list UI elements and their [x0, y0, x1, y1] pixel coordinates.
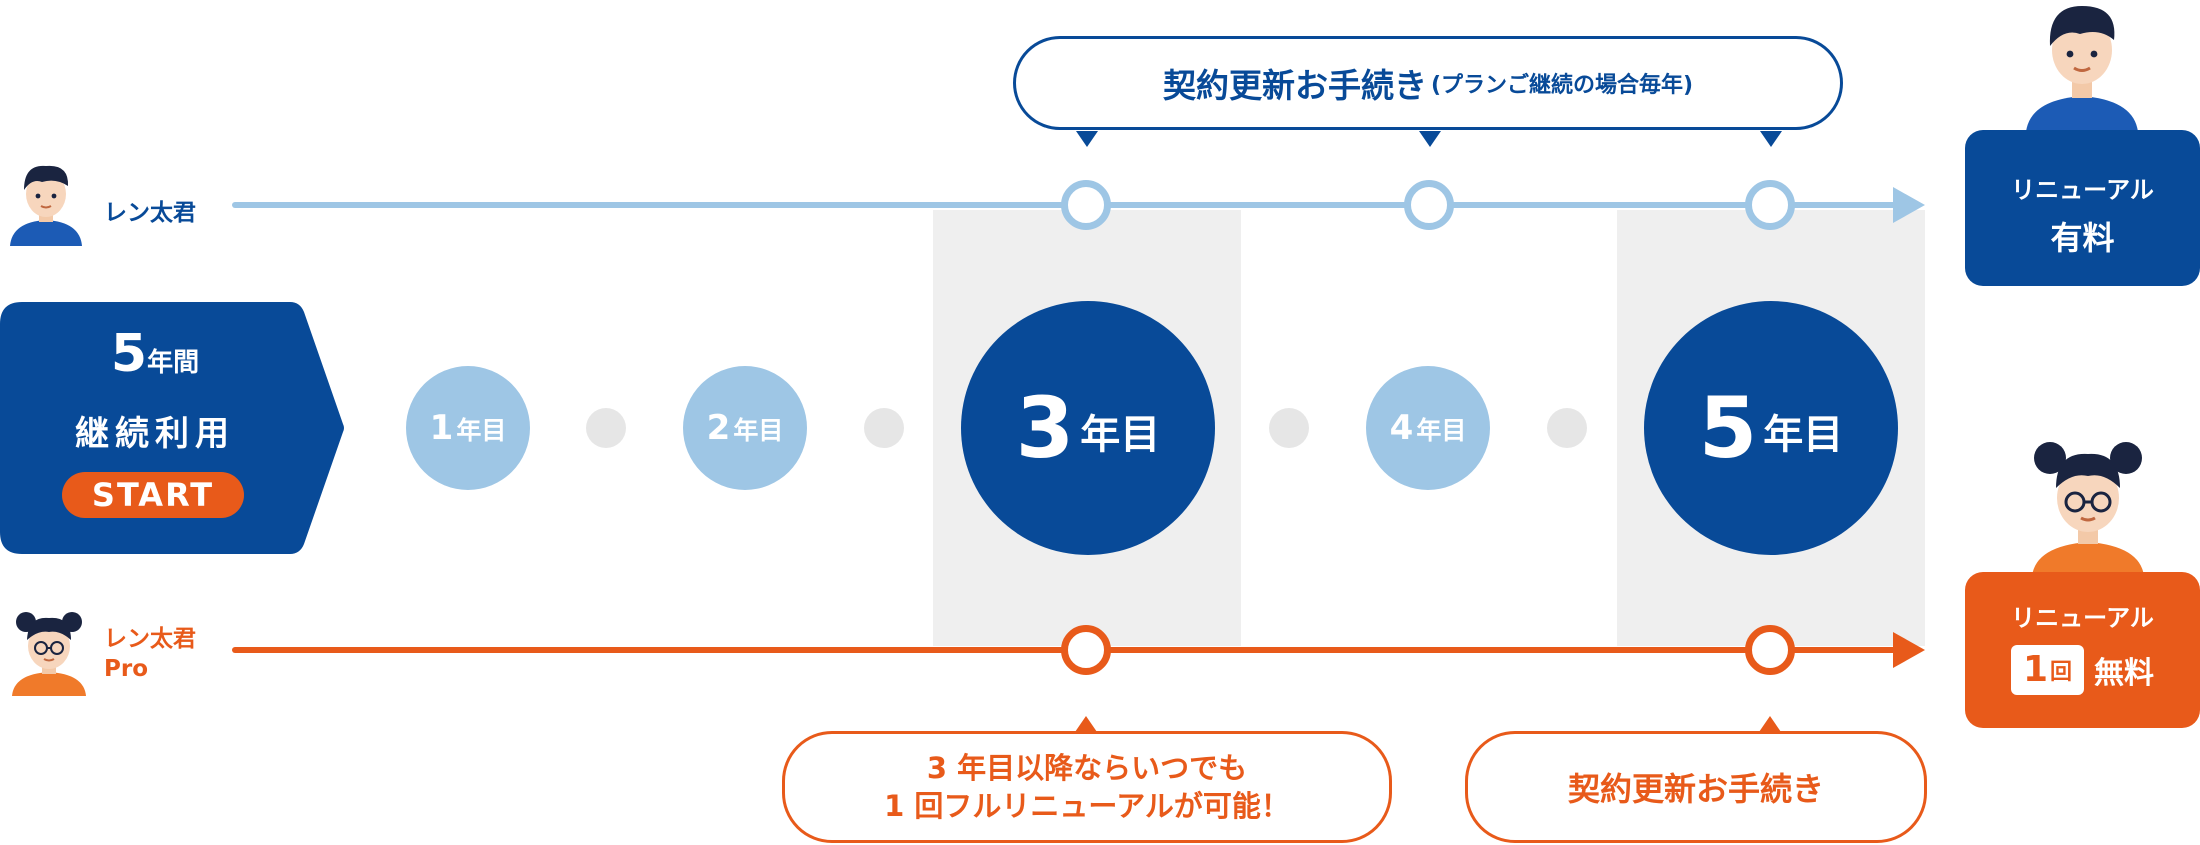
basic-renewal-card: リニューアル 有料	[1965, 130, 2200, 286]
basic-renewal-node-year4	[1404, 180, 1454, 230]
pro-node-year3	[1061, 625, 1111, 675]
basic-timeline-arrowhead	[1893, 187, 1925, 223]
pro-card-title: リニューアル	[2011, 604, 2154, 632]
year4-unit: 年目	[1416, 415, 1467, 445]
start-badge: START	[62, 472, 244, 518]
pro-bubble-pointer-year5	[1759, 716, 1781, 732]
pro-user-name: レン太君 Pro	[104, 624, 196, 684]
year5-number: 5	[1698, 379, 1758, 477]
year3-number: 3	[1015, 379, 1075, 477]
pro-anytime-line2: 1 回フルリニューアルが可能！	[884, 789, 1290, 823]
pro-renewal-procedure-label: 契約更新お手続き	[1567, 770, 1824, 808]
start-years-number: 5	[110, 324, 148, 384]
year3-unit: 年目	[1080, 412, 1161, 458]
basic-card-person-icon	[2020, 0, 2144, 132]
year1-unit: 年目	[456, 415, 507, 445]
year4-number: 4	[1389, 408, 1414, 448]
basic-renewal-node-year5	[1745, 180, 1795, 230]
pro-card-free-label: 無料	[2094, 656, 2155, 691]
start-years-unit: 年間	[147, 348, 200, 378]
pro-anytime-line1: 3 年目以降ならいつでも	[926, 751, 1248, 785]
pro-node-year5	[1745, 625, 1795, 675]
year1-number: 1	[429, 408, 454, 448]
pro-renewal-procedure-bubble: 契約更新お手続き	[1465, 731, 1927, 843]
basic-user-avatar-icon	[6, 156, 86, 246]
separator-dot-1	[586, 408, 626, 448]
start-continuous-use-label: 継続利用	[75, 414, 235, 454]
basic-renewal-node-year3	[1061, 180, 1111, 230]
renewal-procedure-label: 契約更新お手続き	[1162, 66, 1427, 105]
pro-anytime-renewal-bubble: 3 年目以降ならいつでも 1 回フルリニューアルが可能！	[782, 731, 1392, 843]
renewal-procedure-note: (プランご継続の場合毎年)	[1430, 73, 1694, 98]
basic-card-paid-label: 有料	[2050, 219, 2115, 257]
bubble-pointer-year5	[1760, 131, 1782, 147]
separator-dot-2	[864, 408, 904, 448]
renewal-procedure-bubble: 契約更新お手続き (プランご継続の場合毎年)	[1013, 36, 1843, 130]
pro-timeline-arrowhead	[1893, 632, 1925, 668]
separator-dot-4	[1547, 408, 1587, 448]
pro-bubble-pointer-year3	[1075, 716, 1097, 732]
year2-number: 2	[706, 408, 731, 448]
bubble-pointer-year3	[1076, 131, 1098, 147]
pro-card-count-unit: 回	[2050, 660, 2073, 685]
basic-card-title: リニューアル	[2011, 176, 2154, 204]
pro-card-count-number: 1	[2022, 649, 2049, 690]
pro-user-avatar-icon	[6, 602, 92, 696]
year2-unit: 年目	[733, 415, 784, 445]
year5-unit: 年目	[1763, 412, 1844, 458]
bubble-pointer-year4	[1419, 131, 1441, 147]
separator-dot-3	[1269, 408, 1309, 448]
start-box: 5年間 継続利用 START	[0, 302, 345, 554]
basic-user-name: レン太君	[104, 200, 196, 226]
pro-card-person-icon	[2020, 432, 2156, 576]
pro-user-name-line2: Pro	[104, 656, 149, 682]
pro-user-name-line1: レン太君	[104, 626, 196, 652]
